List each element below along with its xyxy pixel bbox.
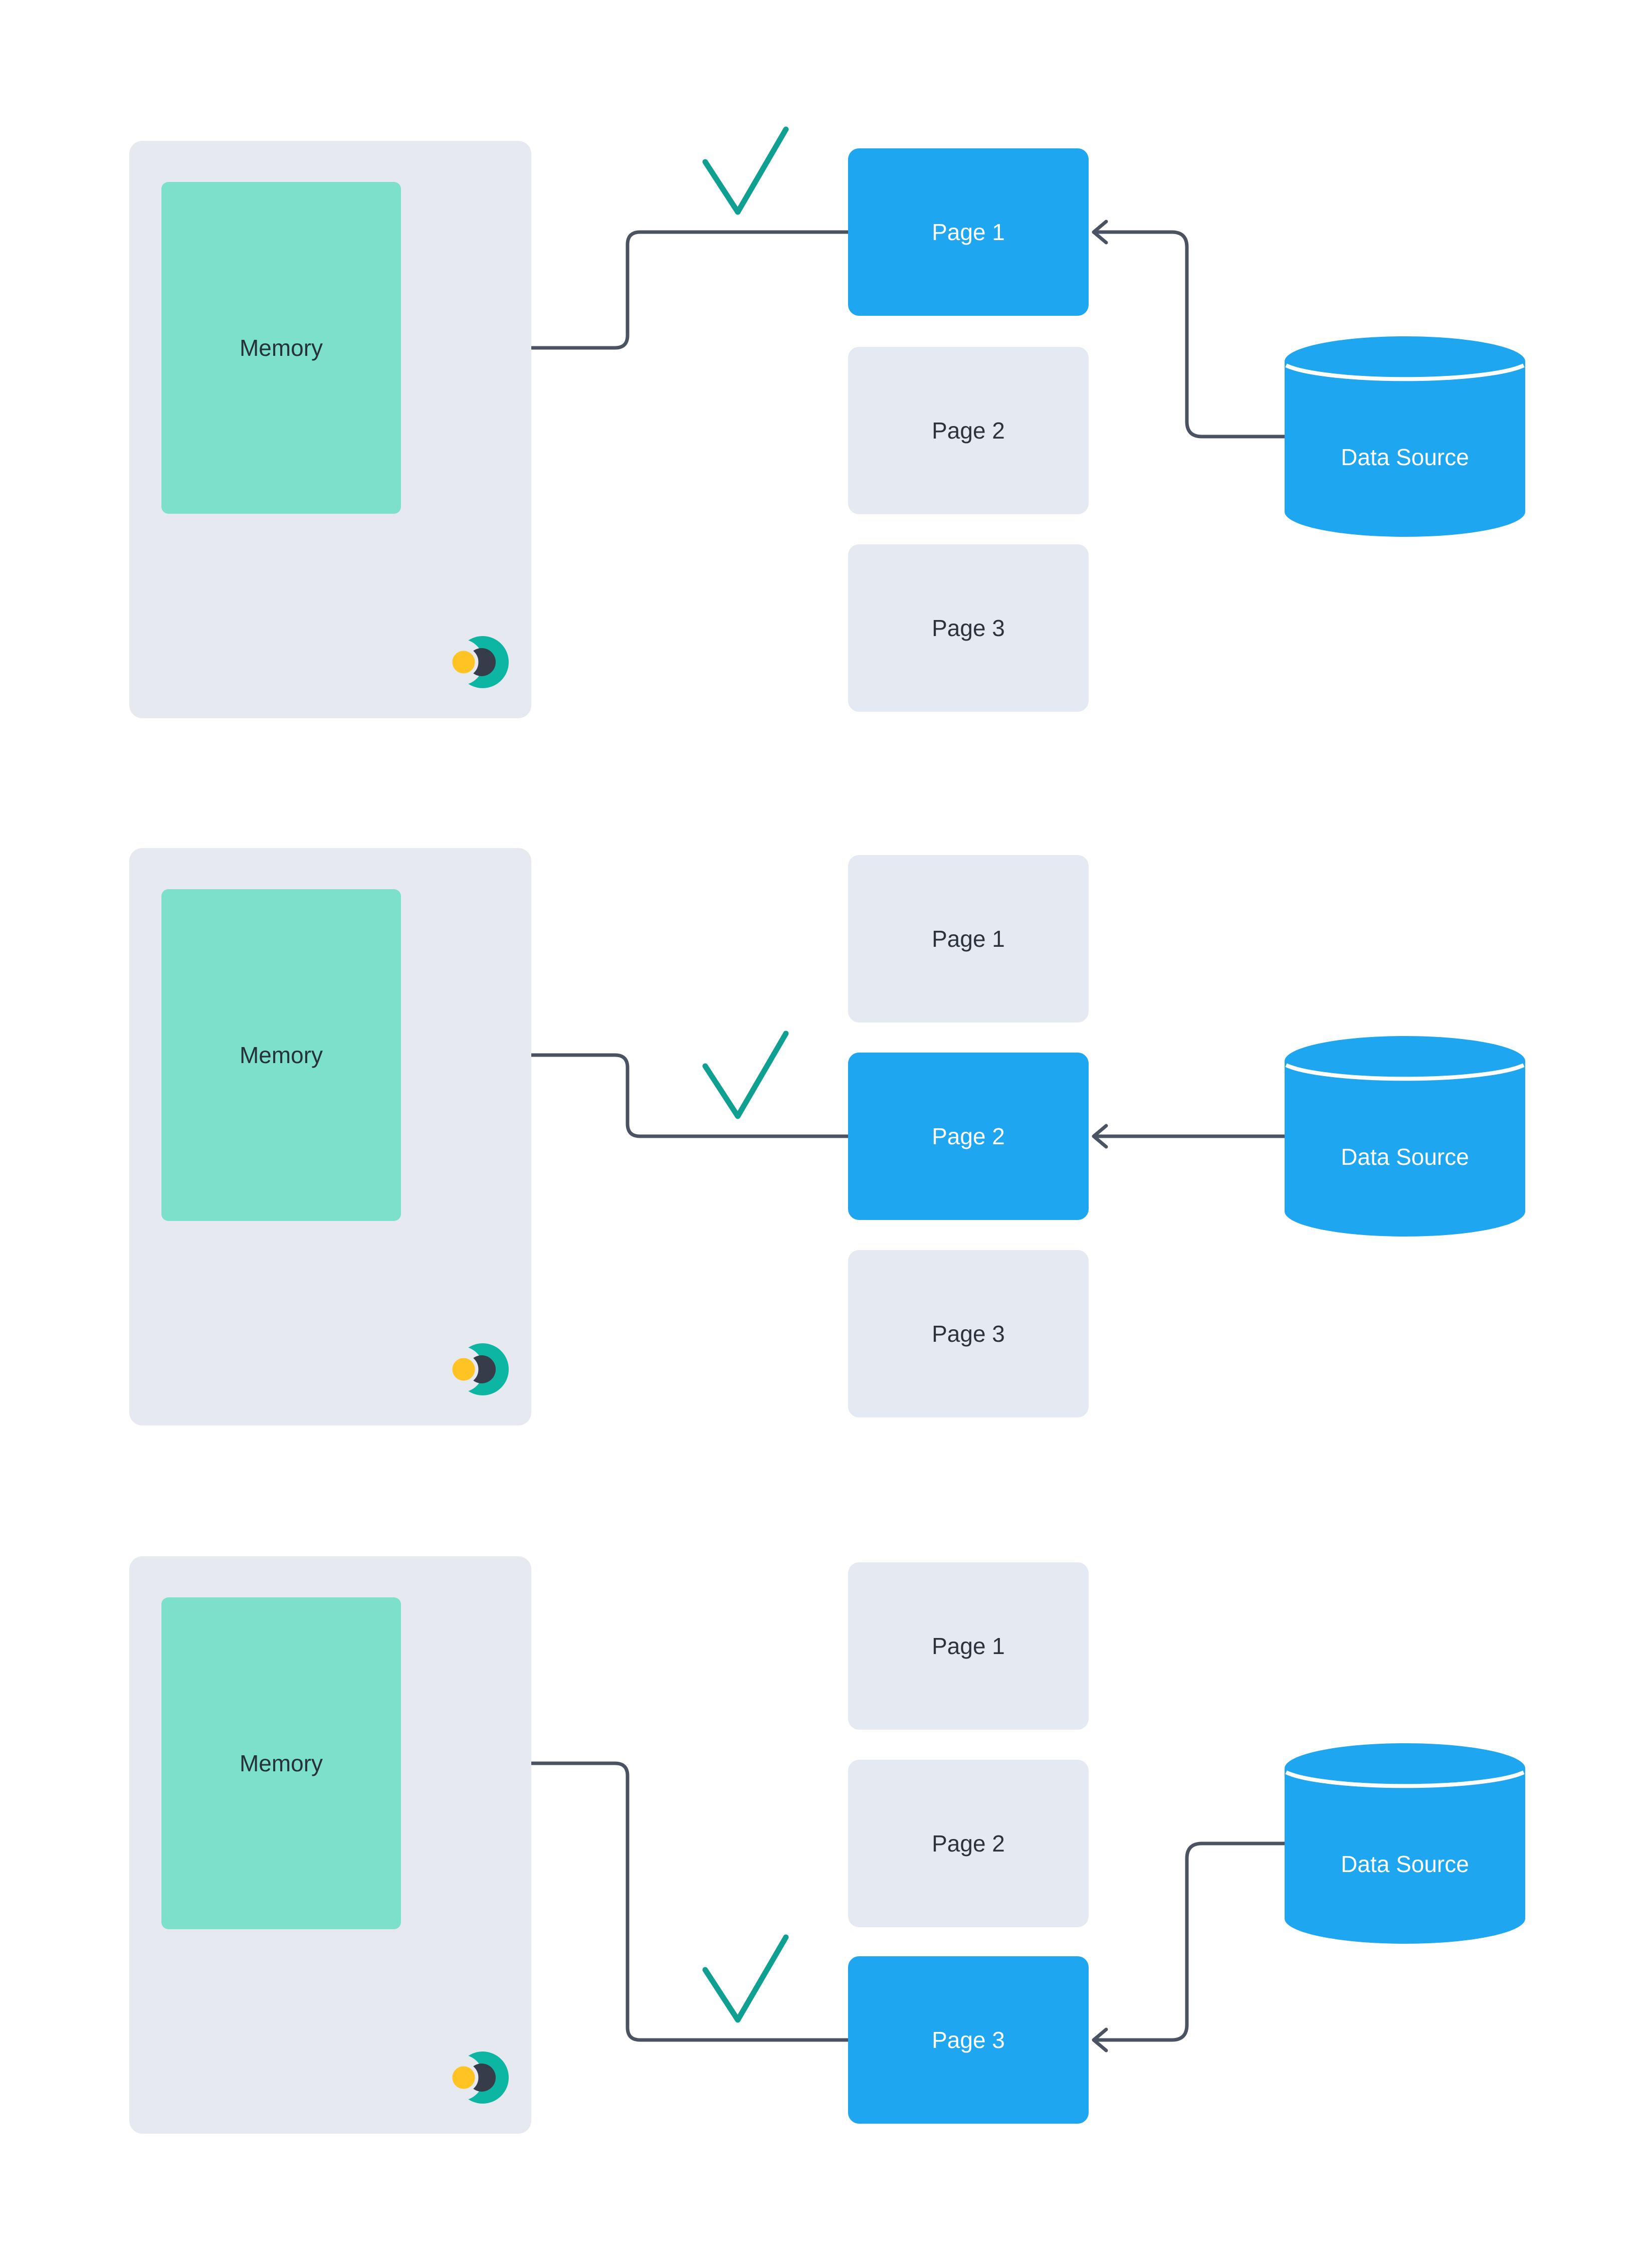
database-cylinder-icon xyxy=(1285,1743,1525,1944)
page-label: Page 3 xyxy=(932,2027,1005,2053)
arrow-datasource-to-page3 xyxy=(1093,1841,1287,2042)
page-label: Page 1 xyxy=(932,926,1005,952)
page-box-1: Page 1 xyxy=(848,855,1089,1022)
arrowhead-into-page1-icon xyxy=(1092,220,1108,245)
memory-box: Memory xyxy=(161,182,401,514)
page-label: Page 1 xyxy=(932,1633,1005,1659)
page-label: Page 2 xyxy=(932,418,1005,444)
memory-label: Memory xyxy=(239,1042,323,1068)
page-label: Page 3 xyxy=(932,615,1005,641)
database-cylinder-icon xyxy=(1285,336,1525,537)
memory-box: Memory xyxy=(161,889,401,1221)
page-box-1: Page 1 xyxy=(848,1562,1089,1730)
memory-panel: Memory xyxy=(129,1556,531,2134)
page-label: Page 1 xyxy=(932,219,1005,245)
datasource-label: Data Source xyxy=(1341,444,1469,470)
memory-label: Memory xyxy=(239,1750,323,1776)
crescent-logo-icon xyxy=(448,2051,509,2104)
page-label: Page 2 xyxy=(932,1830,1005,1857)
memory-panel: Memory xyxy=(129,848,531,1425)
datasource-node: Data Source xyxy=(1285,336,1525,537)
datasource-label: Data Source xyxy=(1341,1851,1469,1877)
checkmark-icon xyxy=(702,1031,789,1119)
arrowhead-into-page2-icon xyxy=(1092,1124,1108,1149)
page-box-3: Page 3 xyxy=(848,1250,1089,1417)
page-box-3: Page 3 xyxy=(848,1956,1089,2124)
checkmark-icon xyxy=(702,126,789,215)
page-box-1: Page 1 xyxy=(848,148,1089,316)
page-box-2: Page 2 xyxy=(848,1760,1089,1927)
datasource-label: Data Source xyxy=(1341,1144,1469,1170)
checkmark-icon xyxy=(702,1934,789,2023)
crescent-logo-icon xyxy=(448,636,509,688)
arrowhead-into-page3-icon xyxy=(1092,2027,1108,2052)
memory-box: Memory xyxy=(161,1597,401,1929)
memory-panel: Memory xyxy=(129,141,531,718)
page-box-2: Page 2 xyxy=(848,1053,1089,1220)
page-box-2: Page 2 xyxy=(848,347,1089,514)
memory-label: Memory xyxy=(239,335,323,361)
datasource-node: Data Source xyxy=(1285,1743,1525,1944)
page-label: Page 2 xyxy=(932,1123,1005,1149)
arrow-datasource-to-page1 xyxy=(1093,230,1287,439)
page-box-3: Page 3 xyxy=(848,544,1089,712)
page-label: Page 3 xyxy=(932,1321,1005,1347)
datasource-node: Data Source xyxy=(1285,1036,1525,1237)
crescent-logo-icon xyxy=(448,1343,509,1395)
database-cylinder-icon xyxy=(1285,1036,1525,1237)
